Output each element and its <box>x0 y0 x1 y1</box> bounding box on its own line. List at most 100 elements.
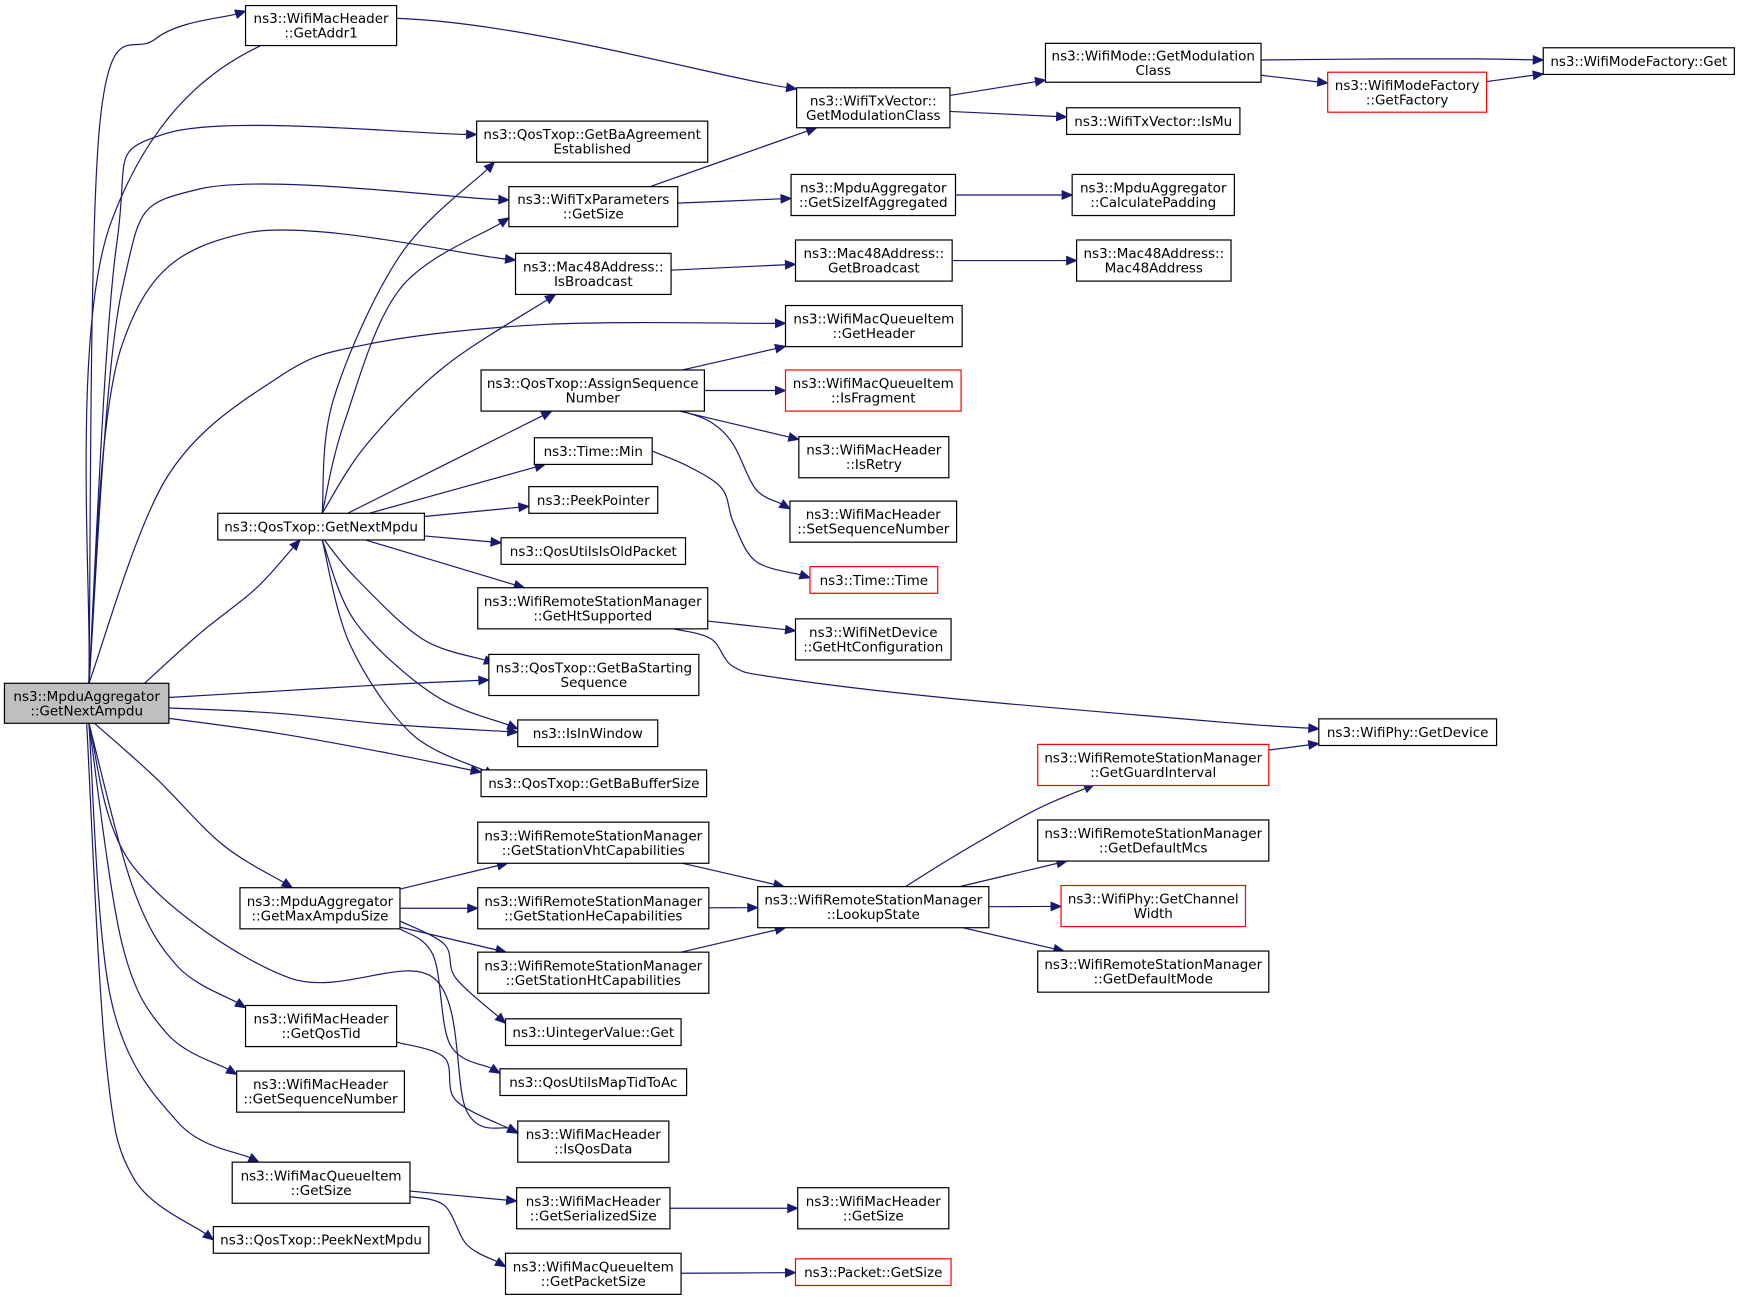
arrowhead-icon <box>747 902 760 913</box>
edge-line <box>321 539 486 772</box>
node-get-seq-number[interactable]: ns3::WifiMacHeader::GetSequenceNumber <box>236 1070 406 1113</box>
node-guard-interval[interactable]: ns3::WifiRemoteStationManager::GetGuardI… <box>1037 743 1270 787</box>
node-is-qos-data[interactable]: ns3::WifiMacHeader::IsQosData <box>517 1120 670 1163</box>
node-is-retry[interactable]: ns3::WifiMacHeader::IsRetry <box>798 436 950 479</box>
node-get-addr1[interactable]: ns3::WifiMacHeader::GetAddr1 <box>244 4 398 47</box>
node-box <box>790 173 957 217</box>
arrowhead-icon <box>504 254 517 264</box>
node-box <box>1542 47 1735 76</box>
node-label: Established <box>553 142 631 158</box>
edge-line <box>347 415 544 514</box>
node-ht-caps[interactable]: ns3::WifiRemoteStationManager::GetStatio… <box>477 951 710 994</box>
node-mode-factory-get-factory[interactable]: ns3::WifiModeFactory::GetFactory <box>1327 71 1488 113</box>
node-phy-get-device[interactable]: ns3::WifiPhy::GetDevice <box>1318 718 1498 747</box>
node-txv-get-mod-class[interactable]: ns3::WifiTxVector::GetModulationClass <box>796 87 951 129</box>
node-label: ns3::QosTxop::GetNextMpdu <box>224 519 418 535</box>
node-max-ampdu-size[interactable]: ns3::MpduAggregator::GetMaxAmpduSize <box>239 887 401 930</box>
edge-mode-get-mod-class-to-mode-factory-get <box>1261 54 1545 65</box>
node-uint-get[interactable]: ns3::UintegerValue::Get <box>504 1018 682 1047</box>
edge-line <box>949 110 1057 118</box>
edge-get-next-mpdu-to-tx-params-get-size <box>321 217 510 514</box>
node-ba-buffer-size[interactable]: ns3::QosTxop::GetBaBufferSize <box>480 769 708 798</box>
edge-mode-get-mod-class-to-mode-factory-get-factory <box>1260 74 1329 87</box>
edge-max-ampdu-size-to-ht-caps <box>399 926 508 955</box>
edge-line <box>651 450 801 576</box>
node-box <box>508 186 679 228</box>
node-is-old-packet[interactable]: ns3::QosUtilsIsOldPacket <box>500 537 687 566</box>
edge-line <box>959 862 1058 888</box>
node-label: ::GetStationHeCapabilities <box>504 908 682 924</box>
node-mac48-ctor[interactable]: ns3::Mac48Address::Mac48Address <box>1075 239 1232 282</box>
node-pkt-get-size[interactable]: ns3::Packet::GetSize <box>794 1258 952 1287</box>
node-lookup-state[interactable]: ns3::WifiRemoteStationManager::LookupSta… <box>757 886 990 929</box>
edge-txv-get-mod-class-to-txv-is-mu <box>949 110 1068 122</box>
node-label: ns3::MpduAggregator <box>13 689 160 705</box>
node-he-caps[interactable]: ns3::WifiRemoteStationManager::GetStatio… <box>477 887 710 930</box>
node-calc-padding[interactable]: ns3::MpduAggregator::CalculatePadding <box>1071 173 1235 217</box>
node-mode-factory-get[interactable]: ns3::WifiModeFactory::Get <box>1542 47 1735 76</box>
edge-root-to-is-in-window <box>164 707 520 737</box>
node-get-qos-tid[interactable]: ns3::WifiMacHeader::GetQosTid <box>244 1004 398 1048</box>
node-mode-get-mod-class[interactable]: ns3::WifiMode::GetModulationClass <box>1044 42 1262 83</box>
node-map-tid-to-ac[interactable]: ns3::QosUtilsMapTidToAc <box>499 1068 688 1097</box>
arrowhead-icon <box>494 1012 507 1025</box>
node-label: ns3::WifiTxVector::IsMu <box>1074 114 1232 130</box>
node-get-next-mpdu[interactable]: ns3::QosTxop::GetNextMpdu <box>217 512 426 541</box>
arrowhead-icon <box>517 502 531 513</box>
node-peek-pointer[interactable]: ns3::PeekPointer <box>528 486 659 514</box>
node-is-in-window[interactable]: ns3::IsInWindow <box>517 719 659 748</box>
node-time-time[interactable]: ns3::Time::Time <box>809 566 939 594</box>
node-is-fragment[interactable]: ns3::WifiMacQueueItem::IsFragment <box>784 369 962 412</box>
node-label: ns3::WifiRemoteStationManager <box>484 828 702 844</box>
node-serialized-size[interactable]: ns3::WifiMacHeader::GetSerializedSize <box>516 1187 671 1230</box>
arrowhead-icon <box>247 1153 261 1163</box>
node-label: ::GetSizeIfAggregated <box>799 195 948 211</box>
node-box <box>500 537 687 566</box>
node-packet-size[interactable]: ns3::WifiMacQueueItem::GetPacketSize <box>504 1252 682 1295</box>
node-qi-get-header[interactable]: ns3::WifiMacQueueItem::GetHeader <box>784 304 963 348</box>
node-label: ::GetAddr1 <box>284 26 357 42</box>
edge-line <box>368 466 536 514</box>
node-box <box>477 887 710 930</box>
node-is-broadcast[interactable]: ns3::Mac48Address::IsBroadcast <box>514 252 672 296</box>
node-get-ht-supported[interactable]: ns3::WifiRemoteStationManager::GetHtSupp… <box>477 587 709 630</box>
node-tx-params-get-size[interactable]: ns3::WifiTxParameters::GetSize <box>508 186 679 228</box>
node-default-mcs[interactable]: ns3::WifiRemoteStationManager::GetDefaul… <box>1037 819 1270 862</box>
edge-txv-get-mod-class-to-mode-get-mod-class <box>949 76 1047 97</box>
node-box <box>236 1070 406 1113</box>
node-hdr-get-size[interactable]: ns3::WifiMacHeader::GetSize <box>797 1187 950 1230</box>
node-time-min[interactable]: ns3::Time::Min <box>533 437 653 466</box>
node-box <box>798 436 950 479</box>
node-peek-next-mpdu[interactable]: ns3::QosTxop::PeekNextMpdu <box>212 1225 430 1254</box>
node-label: ns3::WifiPhy::GetDevice <box>1327 725 1489 741</box>
node-vht-caps[interactable]: ns3::WifiRemoteStationManager::GetStatio… <box>477 821 710 864</box>
node-qi-get-size[interactable]: ns3::WifiMacQueueItem::GetSize <box>231 1161 411 1204</box>
edge-line <box>399 865 499 890</box>
node-label: ns3::WifiMacQueueItem <box>793 312 954 328</box>
node-size-if-agg[interactable]: ns3::MpduAggregator::GetSizeIfAggregated <box>790 173 957 217</box>
node-label: ns3::WifiMacHeader <box>526 1194 662 1210</box>
node-label: ns3::UintegerValue::Get <box>512 1025 674 1041</box>
node-get-ht-config[interactable]: ns3::WifiNetDevice::GetHtConfiguration <box>794 618 952 661</box>
node-label: ::SetSequenceNumber <box>797 522 950 538</box>
edge-line <box>677 198 782 204</box>
node-set-seq-num[interactable]: ns3::WifiMacHeader::SetSequenceNumber <box>789 500 958 543</box>
node-box <box>1075 239 1232 282</box>
edge-line <box>88 13 237 684</box>
node-get-broadcast[interactable]: ns3::Mac48Address::GetBroadcast <box>794 239 953 282</box>
node-box <box>797 1187 950 1230</box>
edge-line <box>88 723 229 1070</box>
node-txv-is-mu[interactable]: ns3::WifiTxVector::IsMu <box>1065 107 1241 136</box>
arrowhead-icon <box>780 193 793 204</box>
arrowhead-icon <box>1055 111 1068 122</box>
edge-vht-caps-to-lookup-state <box>682 862 786 890</box>
node-box <box>244 4 398 47</box>
edge-get-next-mpdu-to-peek-pointer <box>424 502 531 518</box>
node-label: ns3::QosTxop::PeekNextMpdu <box>220 1233 422 1249</box>
node-default-mode[interactable]: ns3::WifiRemoteStationManager::GetDefaul… <box>1037 950 1270 993</box>
edge-get-ht-supported-to-phy-get-device <box>673 628 1321 734</box>
